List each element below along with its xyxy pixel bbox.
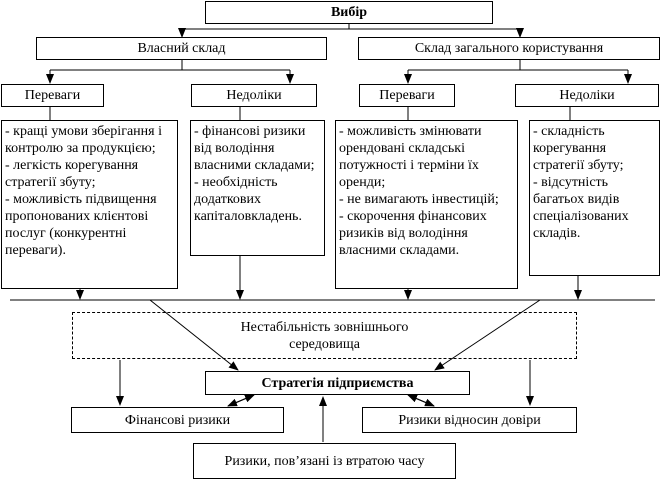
public-advantages-title: Переваги [379, 88, 435, 103]
public-advantages-header: Переваги [359, 84, 455, 107]
own-disadvantages-list: - фінансові ризики від володіння власним… [190, 120, 325, 256]
own-disadvantages-header: Недоліки [191, 84, 317, 107]
trust-risks-box: Ризики відносин довіри [362, 407, 577, 433]
own-warehouse-label: Власний склад [137, 41, 226, 56]
environment-label: Нестабільність зовнішнього середовища [240, 319, 409, 352]
environment-box: Нестабільність зовнішнього середовища [72, 312, 577, 359]
list-item: - кращі умови зберігання і контролю за п… [5, 124, 162, 156]
choice-label: Вибір [330, 5, 368, 20]
public-warehouse-label: Склад загального користування [414, 41, 604, 56]
public-warehouse-box: Склад загального користування [358, 37, 660, 60]
financial-risks-box: Фінансові ризики [71, 407, 284, 433]
strategy-box: Стратегія підприємства [205, 371, 470, 395]
list-item: - складність корегування стратегії збуту… [533, 124, 624, 173]
list-item: - фінансові ризики від володіння власним… [194, 124, 315, 173]
public-disadvantages-header: Недоліки [515, 84, 659, 107]
list-item: - необхідність додаткових капіталовкладе… [194, 175, 302, 224]
list-item: - скорочення фінансових ризиків від воло… [339, 209, 487, 258]
list-item: - не вимагають інвестицій; [339, 192, 499, 207]
financial-risks-label: Фінансові ризики [124, 412, 231, 428]
own-disadvantages-title: Недоліки [226, 88, 282, 103]
public-disadvantages-list: - складність корегування стратегії збуту… [529, 120, 660, 276]
public-advantages-list: - можливість змінювати орендовані складс… [335, 120, 518, 289]
choice-box: Вибір [205, 1, 493, 24]
own-advantages-list: - кращі умови зберігання і контролю за п… [1, 120, 178, 289]
list-item: - легкість корегування стратегії збуту; [5, 158, 139, 190]
list-item: - можливість підвищення пропонованих клі… [5, 192, 157, 258]
public-disadvantages-title: Недоліки [559, 88, 615, 103]
own-warehouse-box: Власний склад [36, 37, 327, 60]
time-risks-box: Ризики, пов’язані із втратою часу [193, 443, 456, 479]
strategy-label: Стратегія підприємства [261, 375, 414, 391]
time-risks-label: Ризики, пов’язані із втратою часу [224, 453, 425, 469]
list-item: - можливість змінювати орендовані складс… [339, 124, 482, 190]
own-advantages-title: Переваги [24, 88, 81, 103]
list-item: - відсутність багатьох видів спеціалізов… [533, 175, 629, 241]
own-advantages-header: Переваги [1, 84, 104, 107]
trust-risks-label: Ризики відносин довіри [398, 412, 541, 428]
